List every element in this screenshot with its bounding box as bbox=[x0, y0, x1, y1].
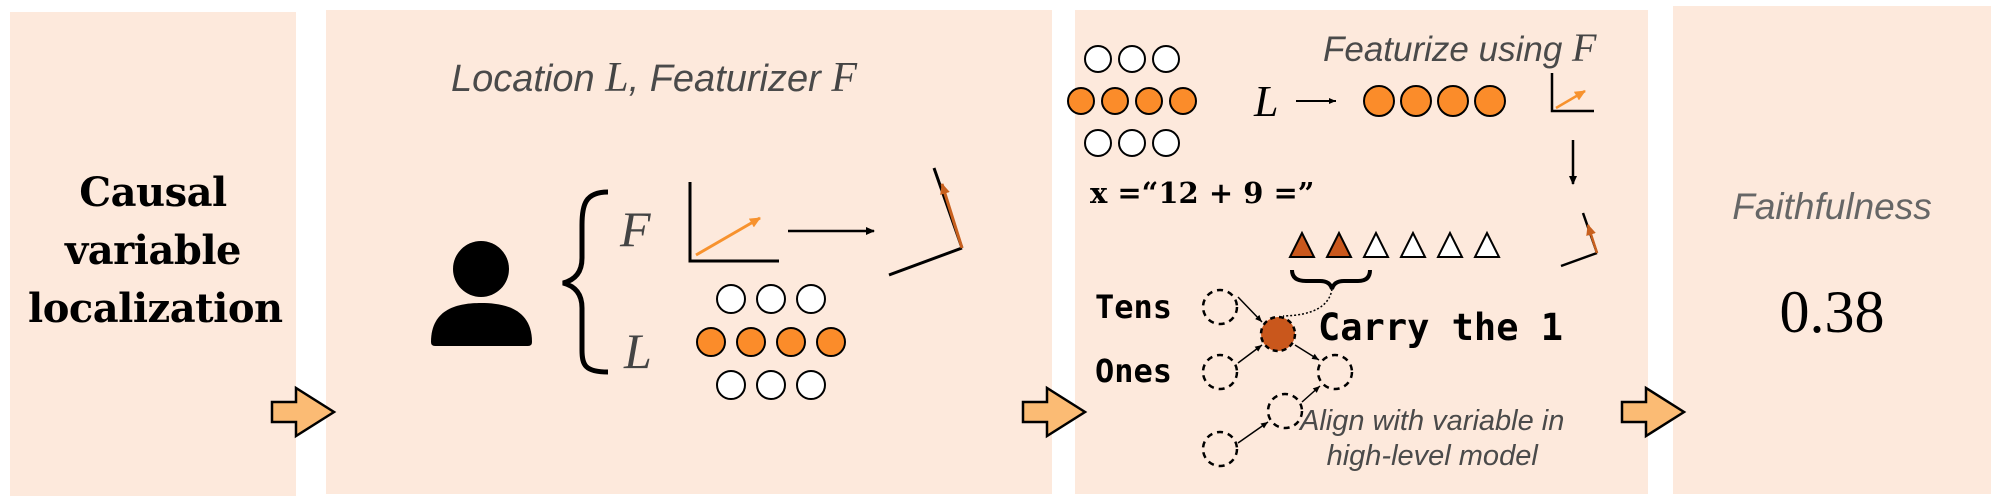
token bbox=[1436, 230, 1464, 258]
heading-L: L bbox=[605, 55, 629, 101]
neuron-grid bbox=[696, 284, 846, 400]
node-carry bbox=[1259, 315, 1297, 353]
brace-label-L: L bbox=[624, 323, 652, 379]
heading-prefix: Location bbox=[451, 58, 606, 100]
neuron bbox=[1084, 45, 1112, 73]
token-highlighted bbox=[1288, 230, 1316, 258]
neuron-highlighted bbox=[776, 327, 806, 357]
neuron-highlighted bbox=[736, 327, 766, 357]
faithfulness-value: 0.38 bbox=[1779, 279, 1885, 345]
neuron bbox=[1152, 45, 1180, 73]
featurized-neuron bbox=[1474, 85, 1506, 117]
featurize-heading-F: F bbox=[1572, 25, 1597, 70]
node-label-ones: Ones bbox=[1095, 352, 1173, 390]
location-label-L: L bbox=[1254, 77, 1279, 126]
faithfulness-label: Faithfulness bbox=[1732, 186, 1932, 227]
featurized-neuron bbox=[1437, 85, 1469, 117]
token-sequence bbox=[1288, 230, 1501, 258]
neuron bbox=[1084, 129, 1112, 157]
neuron bbox=[796, 284, 826, 314]
person-icon bbox=[431, 241, 532, 346]
node-low bbox=[1201, 430, 1239, 468]
featurize-heading-prefix: Featurize using bbox=[1323, 30, 1573, 69]
rotated-basis-icon bbox=[888, 167, 964, 277]
flow-arrow-icon bbox=[1620, 385, 1687, 439]
brace-connector bbox=[1282, 288, 1333, 317]
panel-title-causal-variable-localization: Causal variable localization bbox=[28, 169, 283, 332]
neuron bbox=[756, 284, 786, 314]
featurized-neuron bbox=[1363, 85, 1395, 117]
token bbox=[1362, 230, 1390, 258]
neuron bbox=[756, 370, 786, 400]
panel-faithfulness: Faithfulness 0.38 bbox=[1673, 6, 1991, 494]
flow-arrow-icon bbox=[270, 385, 337, 439]
panel-heading: Location L, Featurizer F bbox=[451, 54, 857, 102]
featurized-neurons bbox=[1363, 85, 1506, 117]
featurized-neuron bbox=[1400, 85, 1432, 117]
align-caption: Align with variable in high-level model bbox=[1300, 404, 1564, 474]
rotated-basis-icon-small bbox=[1560, 212, 1599, 268]
neuron bbox=[1118, 129, 1146, 157]
featurize-heading: Featurize using F bbox=[1323, 24, 1596, 71]
neuron-highlighted bbox=[816, 327, 846, 357]
neuron-highlighted bbox=[696, 327, 726, 357]
token-brace bbox=[1290, 269, 1372, 290]
node-tens bbox=[1201, 288, 1239, 326]
featurizer-axes-icon bbox=[688, 182, 779, 263]
causal-graph bbox=[1201, 288, 1354, 468]
brace-label-F: F bbox=[620, 201, 651, 257]
neuron-highlighted bbox=[1169, 87, 1197, 115]
neuron bbox=[796, 370, 826, 400]
node-ones bbox=[1201, 353, 1239, 391]
neuron bbox=[716, 284, 746, 314]
neuron-grid-small bbox=[1067, 45, 1197, 157]
token bbox=[1473, 230, 1501, 258]
heading-F: F bbox=[831, 55, 857, 101]
featurizer-axes-icon-small bbox=[1550, 73, 1594, 113]
align-caption-line1: Align with variable in bbox=[1300, 405, 1565, 437]
input-expression: x =“12 + 9 =” bbox=[1090, 176, 1315, 210]
node-label-tens: Tens bbox=[1095, 288, 1173, 326]
node-output bbox=[1316, 353, 1354, 391]
align-caption-line2: high-level model bbox=[1326, 440, 1538, 472]
neuron-highlighted bbox=[1101, 87, 1129, 115]
flow-arrow-icon bbox=[1021, 385, 1088, 439]
heading-mid: , Featurizer bbox=[628, 58, 832, 100]
neuron bbox=[1118, 45, 1146, 73]
token-highlighted bbox=[1325, 230, 1353, 258]
carry-label: Carry the 1 bbox=[1318, 306, 1564, 349]
neuron bbox=[1152, 129, 1180, 157]
curly-brace bbox=[562, 189, 609, 375]
neuron bbox=[716, 370, 746, 400]
neuron-highlighted bbox=[1067, 87, 1095, 115]
token bbox=[1399, 230, 1427, 258]
neuron-highlighted bbox=[1135, 87, 1163, 115]
node-mid bbox=[1266, 392, 1304, 430]
panel-localization: Causal variable localization bbox=[10, 12, 296, 496]
